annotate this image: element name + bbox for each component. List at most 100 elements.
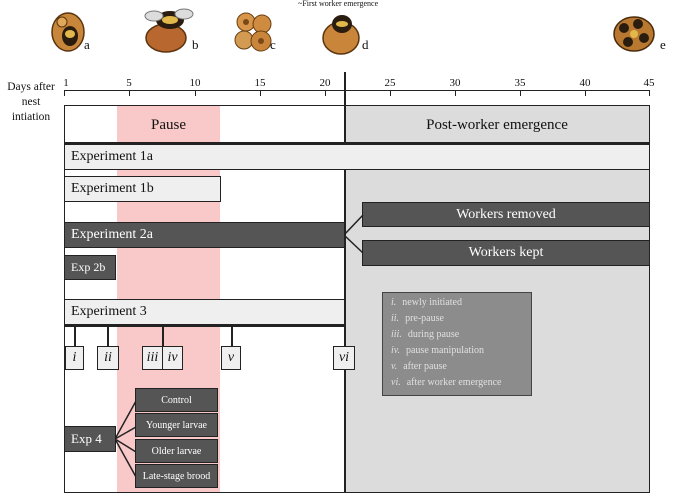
tick-label: 40	[579, 77, 591, 89]
legend-item: iv. pause manipulation	[391, 345, 531, 361]
illustration-label-a: a	[84, 37, 90, 52]
tick-label: 1	[63, 77, 69, 89]
legend-text: pause manipulation	[405, 345, 485, 356]
brood-cells-icon	[234, 10, 274, 54]
experiment-2b-bar: Exp 2b	[64, 255, 116, 280]
exp4-control: Control	[135, 388, 218, 412]
legend-text: after pause	[403, 361, 447, 372]
exp4-younger-larvae: Younger larvae	[135, 413, 218, 437]
experiment-2a-bar: Experiment 2a	[64, 222, 345, 248]
timepoint-stem	[107, 325, 109, 347]
timepoint-label: ii	[104, 350, 112, 365]
exp4-treatment-label: Older larvae	[151, 445, 202, 457]
axis-title-line3: intiation	[11, 111, 51, 123]
experiment-2a-branch	[344, 214, 364, 254]
tick-label: 35	[514, 77, 526, 89]
tick-mark	[520, 90, 521, 96]
experiment-1b-label: Experiment 1b	[71, 181, 154, 196]
exp4-treatment-label: Control	[161, 394, 192, 406]
nest-with-queen-icon	[320, 10, 362, 56]
timepoint-stem	[162, 325, 164, 347]
row-divider	[64, 142, 650, 144]
timepoint-i: i	[65, 346, 84, 370]
workers-removed-bar: Workers removed	[362, 202, 650, 227]
tick-label: 25	[384, 77, 396, 89]
timepoint-iv: iv	[162, 346, 183, 370]
tick-label: 45	[643, 77, 655, 89]
workers-kept-bar: Workers kept	[362, 240, 650, 266]
tick-label: 30	[449, 77, 461, 89]
legend-text: during pause	[407, 329, 460, 340]
timepoint-v: v	[221, 346, 241, 370]
experiment-3-bar: Experiment 3	[64, 299, 345, 325]
timepoint-label: v	[227, 350, 235, 365]
tick-mark	[195, 90, 196, 96]
legend-text: after worker emergence	[406, 377, 502, 388]
legend-num: ii.	[391, 313, 400, 324]
legend-num: vi.	[391, 377, 401, 388]
timepoint-label: iii	[146, 350, 159, 365]
queen-brood-icon	[140, 4, 196, 54]
legend-text: pre-pause	[405, 313, 444, 324]
tick-mark	[390, 90, 391, 96]
experiment-1a-label: Experiment 1a	[71, 149, 154, 164]
timepoint-connector	[64, 325, 345, 327]
exp4-older-larvae: Older larvae	[135, 439, 218, 463]
illustration-label-d: d	[362, 37, 369, 52]
illustration-label-e: e	[660, 37, 666, 52]
legend-num: i.	[391, 297, 397, 308]
timepoint-stem	[231, 325, 233, 347]
illustration-label-b: b	[192, 37, 199, 52]
timepoint-label: iv	[167, 350, 178, 365]
exp4-treatment-label: Younger larvae	[146, 419, 207, 431]
experiment-4-label: Exp 4	[71, 431, 102, 446]
legend-text: newly initiated	[402, 297, 462, 308]
legend-item: vi. after worker emergence	[391, 377, 531, 393]
timepoint-iii: iii	[142, 346, 163, 370]
tick-mark	[455, 90, 456, 96]
workers-removed-label: Workers removed	[456, 206, 556, 222]
experiment-4-branch	[115, 400, 137, 478]
tick-mark	[129, 90, 130, 96]
experiment-2b-label: Exp 2b	[71, 260, 106, 274]
illustration-label-c: c	[270, 37, 276, 52]
timepoint-label: vi	[338, 350, 350, 365]
queen-nest-icon	[50, 4, 86, 54]
legend-num: v.	[391, 361, 398, 372]
experiment-4-bar: Exp 4	[64, 426, 116, 452]
tick-mark	[649, 90, 650, 96]
exp4-treatment-label: Late-stage brood	[142, 470, 211, 482]
first-worker-annotation: ~First worker emergence	[298, 0, 379, 8]
workers-kept-label: Workers kept	[468, 245, 544, 260]
timepoint-legend: i. newly initiated ii. pre-pause iii. durin…	[382, 292, 532, 396]
axis-title-line1: Days after	[7, 81, 55, 93]
experiment-1b-bar: Experiment 1b	[64, 176, 221, 202]
legend-num: iv.	[391, 345, 400, 356]
experiment-3-label: Experiment 3	[71, 304, 147, 319]
tick-mark	[585, 90, 586, 96]
timepoint-stem	[74, 325, 76, 347]
exp4-late-stage-brood: Late-stage brood	[135, 464, 218, 488]
timepoint-ii: ii	[97, 346, 119, 370]
legend-item: ii. pre-pause	[391, 313, 531, 329]
legend-item: i. newly initiated	[391, 297, 531, 313]
legend-item: v. after pause	[391, 361, 531, 377]
legend-num: iii.	[391, 329, 402, 340]
tick-label: 5	[126, 77, 132, 89]
timepoint-label: i	[72, 350, 77, 365]
timepoint-vi: vi	[333, 346, 355, 370]
post-worker-label: Post-worker emergence	[426, 117, 568, 133]
axis-title-line2: nest	[21, 96, 41, 108]
axis-title: Days after nest intiation	[2, 80, 60, 125]
tick-mark	[64, 90, 65, 96]
experiment-2a-label: Experiment 2a	[71, 227, 154, 242]
pause-label: Pause	[151, 117, 186, 133]
tick-label: 15	[254, 77, 266, 89]
tick-mark	[260, 90, 261, 96]
first-worker-line	[344, 72, 346, 493]
axis-line	[64, 90, 650, 91]
mature-colony-icon	[612, 10, 656, 54]
legend-item: iii. during pause	[391, 329, 531, 345]
tick-mark	[325, 90, 326, 96]
tick-label: 10	[189, 77, 201, 89]
